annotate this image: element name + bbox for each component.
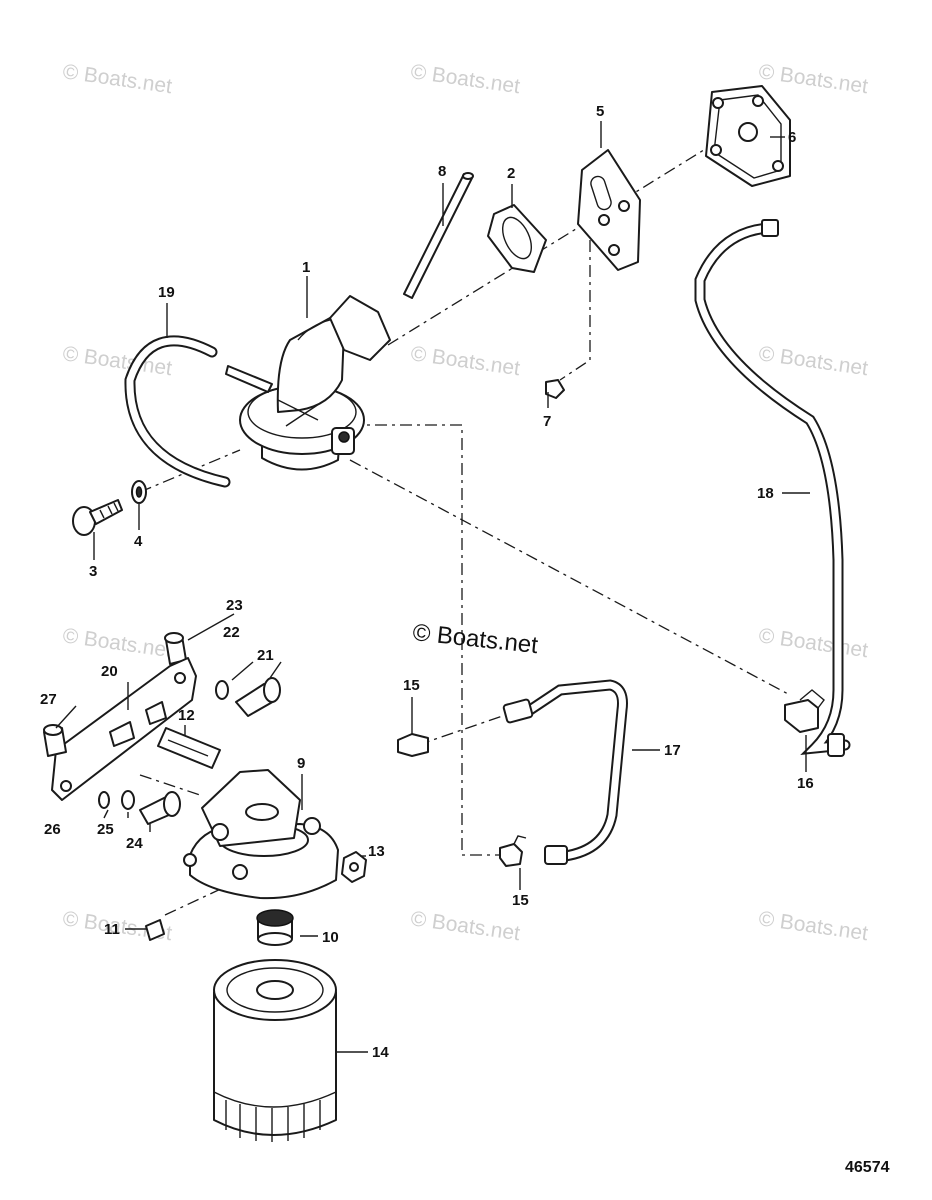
part-22-washer (215, 680, 229, 700)
part-7-bolt (545, 379, 565, 399)
watermark: © Boats.net (409, 907, 521, 945)
callout-15-upper: 15 (403, 677, 420, 694)
callout-24: 24 (126, 835, 143, 852)
callout-12: 12 (178, 707, 195, 724)
watermark: © Boats.net (61, 60, 173, 98)
callout-22: 22 (223, 624, 240, 641)
callout-11: 11 (104, 921, 120, 938)
callouts: 1 2 3 4 5 6 7 8 9 10 11 12 13 14 15 15 1… (40, 103, 814, 1061)
part-2-gasket (487, 204, 547, 273)
watermark: © Boats.net (757, 907, 869, 945)
part-24-bolt (139, 791, 181, 825)
callout-9: 9 (297, 755, 305, 772)
callout-5: 5 (596, 103, 604, 120)
part-8-push-rod (403, 172, 474, 299)
part-12-plate (109, 701, 221, 769)
callout-18: 18 (757, 485, 774, 502)
callout-7: 7 (543, 413, 551, 430)
callout-15-lower: 15 (512, 892, 529, 909)
part-9-filter-head (183, 769, 339, 900)
part-13-nut (341, 851, 367, 883)
callout-21: 21 (257, 647, 274, 664)
callout-1: 1 (302, 259, 310, 276)
watermark: © Boats.net (409, 342, 521, 380)
callout-8: 8 (438, 163, 446, 180)
callout-4: 4 (134, 533, 143, 550)
part-21-bolt (235, 677, 281, 717)
watermark: © Boats.net (409, 60, 521, 98)
part-16-elbow-fitting (784, 689, 825, 733)
watermark-center: © Boats.net (411, 619, 539, 659)
part-4-washer (131, 480, 147, 504)
callout-19: 19 (158, 284, 175, 301)
callout-6: 6 (788, 129, 796, 146)
callout-17: 17 (664, 742, 681, 759)
callout-26: 26 (44, 821, 61, 838)
callout-27: 27 (40, 691, 57, 708)
callout-3: 3 (89, 563, 97, 580)
watermark: © Boats.net (757, 60, 869, 98)
part-18-fuel-line (694, 219, 851, 757)
part-1-fuel-pump (225, 295, 391, 471)
part-15-fitting-upper (397, 733, 429, 757)
part-3-bolt (72, 499, 123, 536)
part-19-hose (124, 335, 231, 488)
watermark: © Boats.net (61, 624, 173, 662)
leader-lines (55, 121, 810, 1053)
watermark: © Boats.net (757, 342, 869, 380)
part-17-fuel-line (502, 679, 628, 865)
callout-16: 16 (797, 775, 814, 792)
callout-23: 23 (226, 597, 243, 614)
callout-20: 20 (101, 663, 118, 680)
part-10-adapter (256, 909, 294, 946)
callout-14: 14 (372, 1044, 389, 1061)
part-14-filter (213, 959, 337, 1142)
part-15-fitting-lower (499, 835, 527, 867)
assembly-lines (139, 139, 791, 916)
callout-25: 25 (97, 821, 114, 838)
part-11-plug (145, 919, 165, 941)
watermark: © Boats.net (757, 624, 869, 662)
callout-10: 10 (322, 929, 339, 946)
part-6-gasket (705, 85, 791, 187)
part-26-washer (98, 791, 110, 809)
figure-number: 46574 (845, 1159, 890, 1176)
callout-13: 13 (368, 843, 385, 860)
part-27-spacer (43, 724, 67, 757)
part-5-mounting-plate (577, 149, 641, 271)
callout-2: 2 (507, 165, 515, 182)
part-25-washer (121, 790, 135, 810)
